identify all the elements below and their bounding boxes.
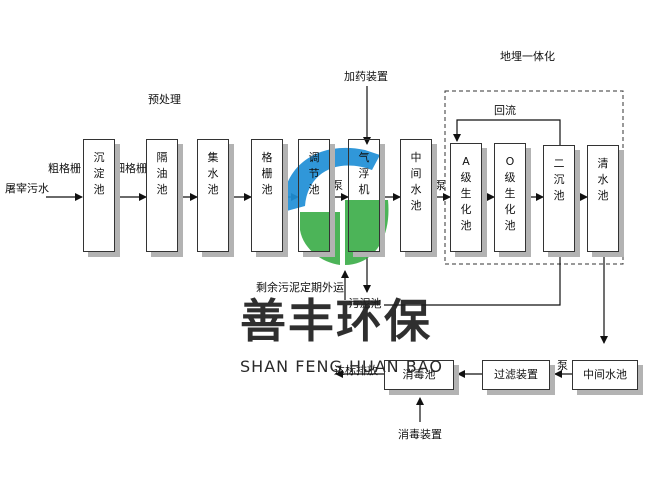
unit-air-flotation: 气浮机 [348, 139, 380, 252]
unit-label: A级生化池 [460, 155, 472, 232]
label-pump-3: 泵 [557, 359, 568, 372]
logo-mark [282, 147, 389, 265]
unit-oil-separation-tank: 隔油池 [146, 139, 178, 252]
label-raw-sewage: 屠宰污水 [5, 182, 49, 195]
unit-filter-device: 过滤装置 [482, 360, 550, 390]
unit-anoxic-tank: A级生化池 [450, 143, 482, 252]
unit-label: 气浮机 [358, 151, 370, 196]
unit-collection-tank: 集水池 [197, 139, 229, 252]
unit-equalization-tank: 调节池 [298, 139, 330, 252]
unit-label: 隔油池 [156, 151, 168, 196]
label-pump-2: 泵 [435, 179, 446, 192]
unit-label: 调节池 [308, 151, 320, 196]
line-sec-sludge [384, 252, 561, 306]
unit-middle-tank-2: 中间水池 [572, 360, 638, 390]
unit-label: 消毒池 [402, 368, 436, 381]
label-discharge: 达标排放 [334, 364, 378, 377]
label-pump-1: 泵 [332, 179, 343, 192]
unit-label: 二沉池 [553, 157, 565, 202]
label-fine-screen: 细格栅 [114, 162, 147, 175]
unit-secondary-clarifier: 二沉池 [543, 145, 575, 252]
label-disinfection-device: 消毒装置 [398, 428, 442, 441]
unit-aerobic-tank: O级生化池 [494, 143, 526, 252]
unit-screen-tank: 格栅池 [251, 139, 283, 252]
arrow-reflux [453, 119, 561, 145]
logo-text: 善丰环保 [240, 294, 432, 348]
unit-label: 沉淀池 [93, 151, 105, 196]
unit-label: 中间水池 [410, 151, 422, 212]
unit-sedimentation-tank: 沉淀池 [83, 139, 115, 252]
unit-label: 格栅池 [261, 151, 273, 196]
label-dosing-device: 加药装置 [344, 70, 388, 83]
unit-label: 中间水池 [583, 368, 627, 381]
unit-label: 清水池 [597, 157, 609, 202]
unit-label: O级生化池 [504, 155, 516, 232]
unit-label: 集水池 [207, 151, 219, 196]
label-pretreatment: 预处理 [148, 93, 181, 106]
label-buried-integrated: 地埋一体化 [500, 50, 555, 63]
label-sludge-transport: 剩余污泥定期外运 [256, 281, 344, 294]
label-reflux: 回流 [494, 104, 516, 117]
label-coarse-screen: 粗格栅 [48, 162, 81, 175]
logo-subtitle: SHAN FENG HUAN BAO [240, 357, 443, 376]
unit-sludge-tank: 污泥池 [345, 292, 385, 316]
unit-clear-water-tank: 清水池 [587, 145, 619, 252]
unit-label: 过滤装置 [494, 368, 538, 381]
unit-label: 污泥池 [348, 297, 382, 310]
unit-middle-tank: 中间水池 [400, 139, 432, 252]
unit-disinfection-tank: 消毒池 [384, 360, 454, 390]
